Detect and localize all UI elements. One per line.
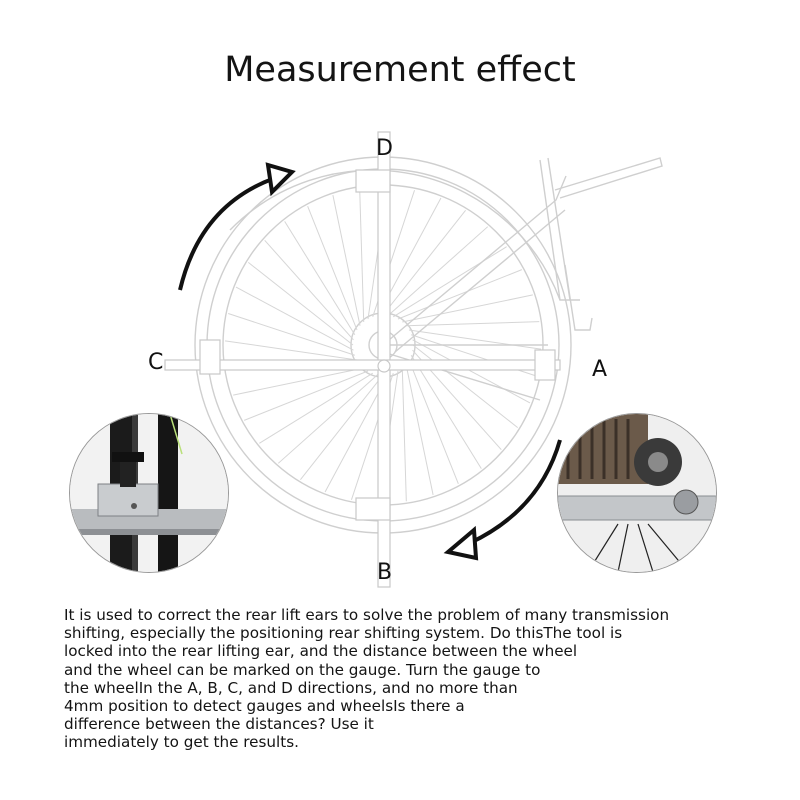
spoke: [243, 370, 369, 421]
spoke: [233, 367, 364, 396]
spoke: [224, 340, 358, 361]
spoke: [392, 246, 507, 318]
description-line: the wheelIn the A, B, C, and D direction…: [64, 678, 518, 697]
spoke: [408, 359, 459, 485]
fender: [229, 169, 561, 301]
gauge-cross: [164, 131, 561, 588]
spoke: [402, 294, 533, 323]
spoke: [405, 321, 540, 327]
spoke: [235, 286, 354, 351]
spoke: [359, 188, 365, 323]
description-line: locked into the rear lifting ear, and th…: [64, 642, 578, 661]
label-c: C: [148, 350, 164, 375]
spoke: [412, 344, 519, 428]
spoke: [387, 226, 489, 316]
description-text: It is used to correct the rear lift ears…: [64, 606, 754, 752]
description-line: shifting, especially the positioning rea…: [64, 624, 623, 643]
spoke: [401, 367, 407, 502]
spoke: [277, 374, 379, 464]
wheel-gauge-diagram: [164, 131, 663, 588]
spoke: [410, 354, 482, 469]
spoke: [382, 209, 466, 316]
inset-cassette-photo: [557, 413, 717, 573]
spoke: [307, 205, 358, 331]
spoke: [332, 195, 361, 326]
arrow-head-bottom: [443, 525, 479, 561]
spoke: [412, 339, 531, 404]
spoke: [247, 262, 354, 346]
description-line: and the wheel can be marked on the gauge…: [64, 660, 541, 679]
spoke: [397, 269, 523, 320]
spoke: [408, 329, 542, 350]
frame-sketch: [382, 157, 663, 401]
description-line: immediately to get the results.: [64, 733, 299, 752]
spoke: [228, 312, 355, 356]
spokes: [224, 186, 542, 504]
spoke: [405, 364, 434, 495]
description-line: It is used to correct the rear lift ears…: [64, 606, 670, 624]
label-b: B: [377, 560, 393, 585]
arrow-head-top: [265, 162, 296, 197]
description-line: 4mm position to detect gauges and wheels…: [64, 697, 465, 716]
label-a: A: [592, 357, 608, 382]
inset-gauge-tire-photo: [69, 413, 229, 573]
spoke: [259, 372, 374, 444]
spoke: [284, 221, 356, 336]
page-title: Measurement effect: [224, 50, 576, 90]
rotation-arrows: [178, 176, 562, 545]
description-line: difference between the distances? Use it: [64, 715, 374, 734]
spoke: [264, 239, 354, 341]
spoke: [300, 374, 384, 481]
label-d: D: [376, 136, 393, 161]
